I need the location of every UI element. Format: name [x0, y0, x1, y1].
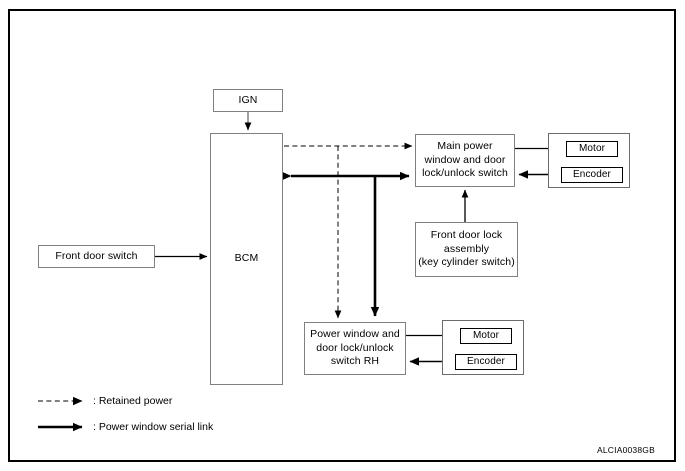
- block-power-window-switch-rh-label: Power window and door lock/unlock switch…: [310, 328, 400, 370]
- block-encoder-main-label: Encoder: [573, 169, 611, 181]
- block-encoder-rh: Encoder: [455, 354, 517, 370]
- rh-switch-line-2: door lock/unlock: [316, 341, 394, 354]
- block-ign-label: IGN: [238, 93, 258, 106]
- main-switch-line-1: Main power: [437, 139, 493, 152]
- rh-switch-line-1: Power window and: [310, 327, 400, 340]
- legend-item-retained-power: : Retained power: [93, 395, 173, 407]
- block-motor-main-label: Motor: [578, 143, 606, 155]
- diagram-border: [8, 9, 676, 462]
- block-main-power-window-switch: Main power window and door lock/unlock s…: [415, 134, 515, 187]
- block-motor-rh: Motor: [460, 328, 512, 344]
- block-power-window-switch-rh: Power window and door lock/unlock switch…: [304, 322, 406, 375]
- main-switch-line-2: window and door: [424, 153, 506, 166]
- block-front-door-switch: Front door switch: [38, 245, 155, 268]
- front-door-lock-line-1: Front door lock: [430, 228, 503, 241]
- main-switch-line-3: lock/unlock switch: [422, 167, 508, 180]
- block-motor-main: Motor: [566, 141, 618, 157]
- legend-item-serial-link: : Power window serial link: [93, 421, 214, 433]
- front-door-lock-line-2: assembly: [443, 242, 490, 255]
- block-front-door-lock-assembly: Front door lock assembly (key cylinder s…: [415, 222, 518, 277]
- block-bcm-label: BCM: [234, 252, 259, 265]
- block-encoder-main: Encoder: [561, 167, 623, 183]
- block-front-door-switch-label: Front door switch: [55, 249, 138, 262]
- block-front-door-lock-assembly-label: Front door lock assembly (key cylinder s…: [418, 229, 515, 271]
- front-door-lock-line-3: (key cylinder switch): [418, 256, 515, 269]
- block-main-power-window-switch-label: Main power window and door lock/unlock s…: [422, 140, 508, 182]
- block-motor-rh-label: Motor: [472, 330, 500, 342]
- block-encoder-rh-label: Encoder: [467, 356, 505, 368]
- block-ign: IGN: [213, 89, 283, 112]
- rh-switch-line-3: switch RH: [330, 355, 380, 368]
- reference-code: ALCIA0038GB: [597, 445, 655, 455]
- block-bcm: BCM: [210, 133, 283, 385]
